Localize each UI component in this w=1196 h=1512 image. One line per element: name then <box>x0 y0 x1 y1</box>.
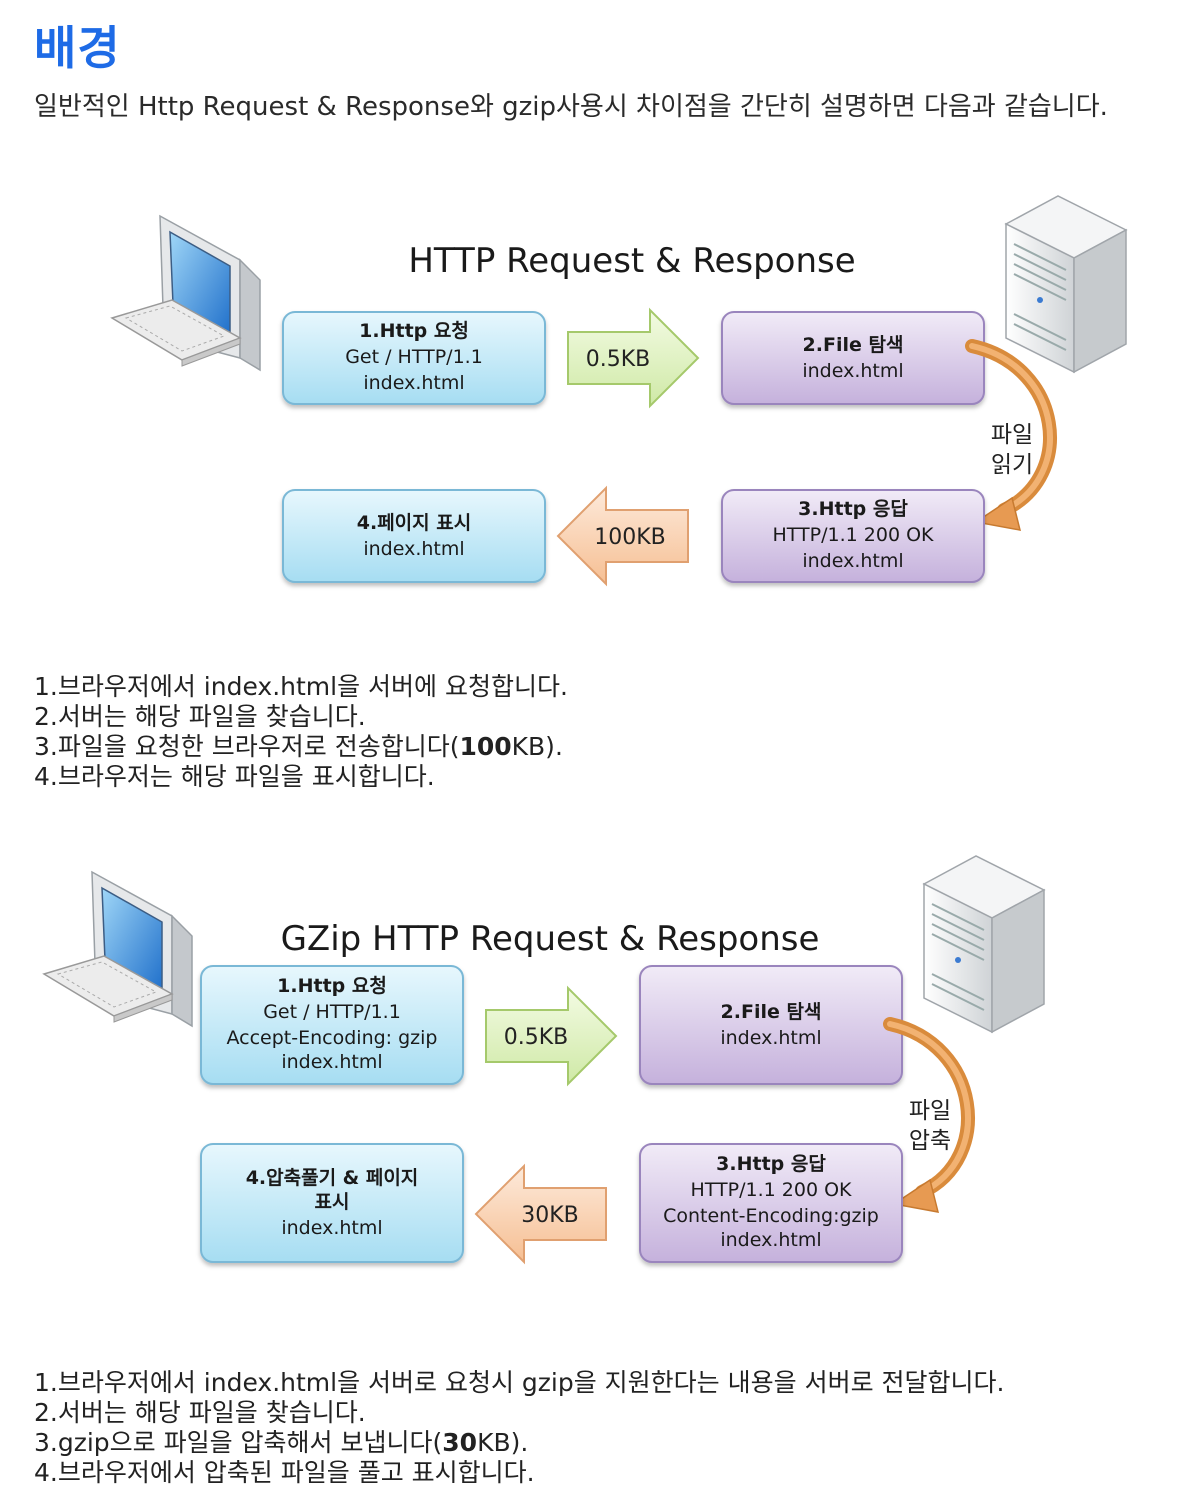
curve-label: 압축 <box>909 1128 951 1154</box>
box-line: HTTP/1.1 200 OK <box>691 1179 853 1201</box>
computer-icon <box>110 214 261 372</box>
step-box-file-search: 2.File 탐색 index.html <box>639 965 903 1085</box>
box-line: Get / HTTP/1.1 <box>263 1001 401 1023</box>
box-line: index.html <box>802 550 903 572</box>
box-title: 3.Http 응답 <box>716 1153 826 1175</box>
box-line: index.html <box>363 372 464 394</box>
box-title: 4.페이지 표시 <box>357 512 471 534</box>
computer-icon <box>42 870 193 1028</box>
step-item: 1.브라우저에서 index.html을 서버에 요청합니다. <box>34 672 568 701</box>
arrow-left-icon: 100KB <box>556 485 689 587</box>
box-line: index.html <box>281 1051 382 1073</box>
step-text: 3.파일을 요청한 브라우저로 전송합니다( <box>34 732 460 761</box>
step-size-bold: 100 <box>459 732 512 761</box>
page-heading: 배경 <box>34 21 121 75</box>
box-line: Content-Encoding:gzip <box>663 1205 879 1227</box>
http-request-response-diagram: HTTP Request & Response 1.Http 요청 Get / … <box>110 195 1128 587</box>
step-item: 4.브라우저에서 압축된 파일을 풀고 표시합니다. <box>34 1458 535 1487</box>
box-line: Accept-Encoding: gzip <box>227 1027 438 1049</box>
box-title: 2.File 탐색 <box>721 1001 822 1023</box>
arrow-right-icon: 0.5KB <box>485 985 618 1087</box>
step-item: 2.서버는 해당 파일을 찾습니다. <box>34 702 366 731</box>
gzip-http-request-response-diagram: GZip HTTP Request & Response 1.Http 요청 G… <box>42 855 1046 1265</box>
curved-arrow-icon <box>883 1017 975 1213</box>
box-title: 1.Http 요청 <box>277 975 387 997</box>
box-title: 4.압축풀기 & 페이지 <box>246 1167 419 1189</box>
box-line: index.html <box>281 1217 382 1239</box>
curved-arrow-icon <box>965 339 1057 531</box>
server-icon <box>922 855 1046 1034</box>
box-title: 3.Http 응답 <box>798 498 908 520</box>
steps-list-gzip: 1.브라우저에서 index.html을 서버로 요청시 gzip을 지원한다는… <box>34 1368 1004 1488</box>
step-text: KB). <box>477 1428 529 1457</box>
step-item: 3.gzip으로 파일을 압축해서 보냅니다(30KB). <box>34 1428 1004 1458</box>
step-box-request: 1.Http 요청 Get / HTTP/1.1 Accept-Encoding… <box>200 965 464 1085</box>
curve-label: 읽기 <box>991 452 1033 478</box>
arrow-size-label: 0.5KB <box>586 347 651 372</box>
box-title: 2.File 탐색 <box>803 334 904 356</box>
box-line: index.html <box>720 1027 821 1049</box>
curve-label: 파일 <box>909 1098 951 1124</box>
step-item: 3.파일을 요청한 브라우저로 전송합니다(100KB). <box>34 732 568 762</box>
step-box-decompress-display: 4.압축풀기 & 페이지 표시 index.html <box>200 1143 464 1263</box>
server-icon <box>1004 195 1128 374</box>
arrow-left-icon: 30KB <box>474 1163 607 1265</box>
step-box-response: 3.Http 응답 HTTP/1.1 200 OK Content-Encodi… <box>639 1143 903 1263</box>
box-title: 표시 <box>315 1191 350 1213</box>
box-line: index.html <box>720 1229 821 1251</box>
intro-paragraph: 일반적인 Http Request & Response와 gzip사용시 차이… <box>34 92 1108 122</box>
box-line: index.html <box>363 538 464 560</box>
step-item: 4.브라우저는 해당 파일을 표시합니다. <box>34 762 435 791</box>
step-box-response: 3.Http 응답 HTTP/1.1 200 OK index.html <box>721 489 985 583</box>
steps-list-http: 1.브라우저에서 index.html을 서버에 요청합니다. 2.서버는 해당… <box>34 672 568 792</box>
step-text: 3.gzip으로 파일을 압축해서 보냅니다( <box>34 1428 443 1457</box>
arrow-size-label: 100KB <box>594 525 666 550</box>
arrow-size-label: 0.5KB <box>504 1025 569 1050</box>
diagram-title: GZip HTTP Request & Response <box>281 919 820 959</box>
box-line: index.html <box>802 360 903 382</box>
arrow-size-label: 30KB <box>521 1203 579 1228</box>
arrow-right-icon: 0.5KB <box>567 307 700 409</box>
step-size-bold: 30 <box>442 1428 478 1457</box>
curve-label: 파일 <box>991 422 1033 448</box>
step-box-display: 4.페이지 표시 index.html <box>282 489 546 583</box>
box-title: 1.Http 요청 <box>359 320 469 342</box>
step-item: 2.서버는 해당 파일을 찾습니다. <box>34 1398 366 1427</box>
step-box-request: 1.Http 요청 Get / HTTP/1.1 index.html <box>282 311 546 405</box>
step-item: 1.브라우저에서 index.html을 서버로 요청시 gzip을 지원한다는… <box>34 1368 1005 1397</box>
step-text: KB). <box>511 732 563 761</box>
step-box-file-search: 2.File 탐색 index.html <box>721 311 985 405</box>
box-line: HTTP/1.1 200 OK <box>773 524 935 546</box>
box-line: Get / HTTP/1.1 <box>345 346 483 368</box>
diagram-title: HTTP Request & Response <box>408 241 855 281</box>
